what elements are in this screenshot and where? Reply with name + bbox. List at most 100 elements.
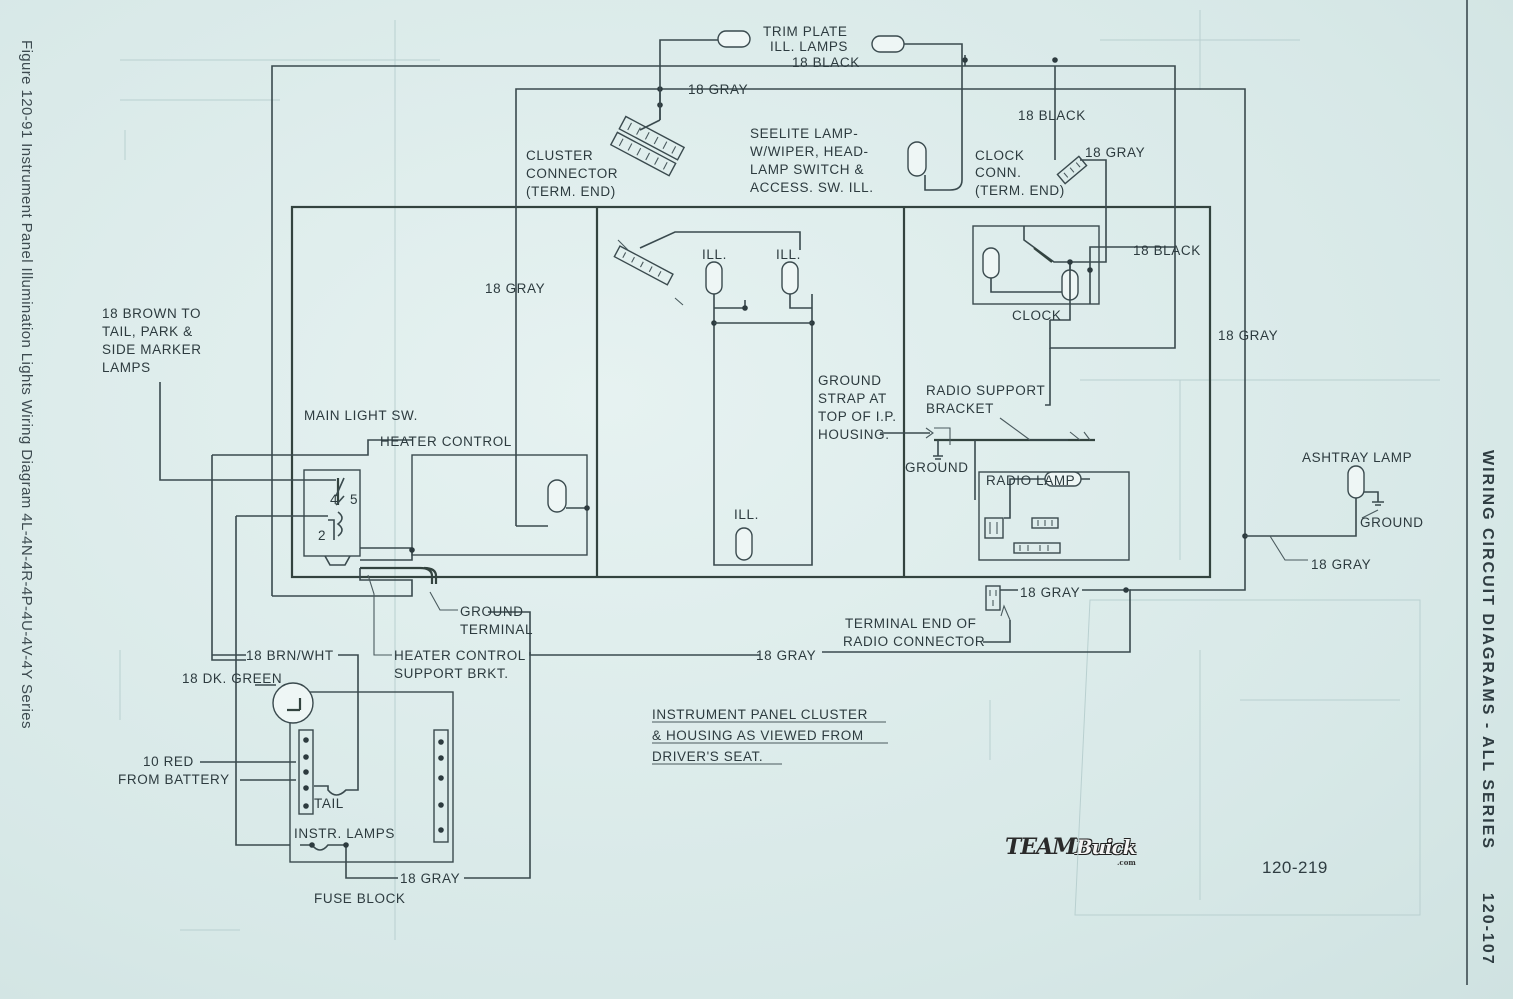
label-10-red: 10 RED	[143, 754, 194, 769]
label-ill-2: ILL.	[776, 247, 801, 262]
clock-assembly	[972, 225, 1176, 349]
logo-main: TEAM	[1005, 834, 1077, 860]
label-seelite-1: SEELITE LAMP-	[750, 126, 858, 141]
brown-wire	[159, 382, 336, 481]
label-ground-radio: GROUND	[905, 460, 969, 475]
label-ill-3: ILL.	[734, 507, 759, 522]
wire-18-gray-top	[515, 86, 1248, 591]
label-seelite-2: W/WIPER, HEAD-	[750, 144, 869, 159]
label-terminal-end-2: RADIO CONNECTOR	[843, 634, 985, 649]
label-brown-2: TAIL, PARK &	[102, 324, 193, 339]
cluster-connector	[609, 115, 686, 177]
label-clock-conn-3: (TERM. END)	[975, 183, 1065, 198]
label-fuse-block: FUSE BLOCK	[314, 891, 406, 906]
label-ground-strap-2: STRAP AT	[818, 391, 887, 406]
heater-lamp	[547, 479, 567, 513]
label-ground-ashtray: GROUND	[1360, 515, 1424, 530]
label-heater-control: HEATER CONTROL	[380, 434, 512, 449]
label-clock-conn-2: CONN.	[975, 165, 1022, 180]
label-brown-1: 18 BROWN TO	[102, 306, 201, 321]
label-ground-strap-4: HOUSING.	[818, 427, 890, 442]
label-ill-1: ILL.	[702, 247, 727, 262]
section-heading-text: WIRING CIRCUIT DIAGRAMS - ALL SERIES	[1479, 450, 1496, 850]
label-18-gray-mid: 18 GRAY	[485, 281, 545, 296]
label-tail: TAIL	[314, 796, 344, 811]
background-ghost-lines	[119, 10, 1440, 940]
trim-plate-lamps	[659, 30, 963, 191]
radio-support-bracket	[880, 348, 1095, 500]
label-trim-plate-2: ILL. LAMPS	[770, 39, 848, 54]
label-seelite-3: LAMP SWITCH &	[750, 162, 864, 177]
label-cluster-conn-3: (TERM. END)	[526, 184, 616, 199]
seelite-lamp	[907, 141, 927, 177]
figure-id: 120-219	[1262, 858, 1328, 877]
ip-housing	[290, 205, 1212, 579]
clock-connector	[1056, 155, 1107, 263]
label-18-gray-ashtray: 18 GRAY	[1311, 557, 1371, 572]
cluster-center-section	[613, 231, 815, 566]
ill-lamp-3	[735, 527, 753, 561]
label-terminal-end-1: TERMINAL END OF	[845, 616, 977, 631]
label-18-gray-fuse: 18 GRAY	[400, 871, 460, 886]
label-radio-lamp: RADIO LAMP	[986, 473, 1075, 488]
label-clock: CLOCK	[1012, 308, 1062, 323]
label-view-note-2: & HOUSING AS VIEWED FROM	[652, 728, 864, 743]
label-radio-support-2: BRACKET	[926, 401, 994, 416]
clock-lamp-left	[982, 247, 1000, 279]
label-seelite-4: ACCESS. SW. ILL.	[750, 180, 874, 195]
radio-connector	[488, 585, 1131, 656]
label-18-gray-radio-conn: 18 GRAY	[1020, 585, 1080, 600]
labels: TRIM PLATE ILL. LAMPS 18 BLACK 18 GRAY C…	[102, 24, 1424, 906]
logo-suffix: .com	[1117, 858, 1136, 867]
label-clock-conn-1: CLOCK	[975, 148, 1025, 163]
page-number: 120-107	[1479, 892, 1496, 966]
page-divider	[1466, 0, 1468, 985]
label-instr-lamps: INSTR. LAMPS	[294, 826, 395, 841]
label-main-light-sw: MAIN LIGHT SW.	[304, 408, 418, 423]
label-18-brn-wht: 18 BRN/WHT	[246, 648, 334, 663]
label-ground-strap-3: TOP OF I.P.	[818, 409, 897, 424]
label-pin-5: 5	[350, 492, 358, 507]
label-from-battery: FROM BATTERY	[118, 772, 230, 787]
logo-accent: Buick	[1075, 835, 1137, 859]
team-buick-logo: TEAMBuick .com	[1005, 834, 1153, 867]
trim-lamp-left	[717, 30, 751, 48]
fuse-block	[200, 652, 531, 879]
label-18-black-right: 18 BLACK	[1133, 243, 1201, 258]
label-ground-terminal-1: GROUND	[460, 604, 524, 619]
label-pin-2: 2	[318, 528, 326, 543]
figure-caption: Figure 120-91 Instrument Panel Illuminat…	[18, 40, 35, 729]
ill-lamp-1	[705, 261, 723, 295]
section-heading: WIRING CIRCUIT DIAGRAMS - ALL SERIES 120…	[1478, 450, 1496, 966]
label-18-gray-bottom: 18 GRAY	[756, 648, 816, 663]
radio-lamp-assembly	[978, 471, 1130, 561]
ill-lamp-2	[781, 261, 799, 295]
label-brown-4: LAMPS	[102, 360, 151, 375]
label-cluster-conn-1: CLUSTER	[526, 148, 593, 163]
label-18-black-clock: 18 BLACK	[1018, 108, 1086, 123]
label-ground-terminal-2: TERMINAL	[460, 622, 533, 637]
heater-control	[211, 439, 590, 656]
label-radio-support-1: RADIO SUPPORT	[926, 383, 1045, 398]
wire-18-black-loop	[271, 55, 1176, 596]
label-cluster-conn-2: CONNECTOR	[526, 166, 618, 181]
label-18-dk-green: 18 DK. GREEN	[182, 671, 282, 686]
label-view-note-3: DRIVER'S SEAT.	[652, 749, 763, 764]
label-pin-4: 4	[330, 492, 338, 507]
label-ground-strap-1: GROUND	[818, 373, 882, 388]
label-view-note-1: INSTRUMENT PANEL CLUSTER	[652, 707, 868, 722]
ashtray-lamp	[1347, 465, 1365, 499]
label-heater-brkt-1: HEATER CONTROL	[394, 648, 526, 663]
label-18-gray-top: 18 GRAY	[688, 82, 748, 97]
label-trim-plate-1: TRIM PLATE	[763, 24, 848, 39]
main-light-switch	[235, 469, 361, 846]
label-18-gray-clock: 18 GRAY	[1085, 145, 1145, 160]
label-18-black-top: 18 BLACK	[792, 55, 860, 70]
view-note-underlines	[652, 721, 888, 765]
label-brown-3: SIDE MARKER	[102, 342, 202, 357]
label-18-gray-right: 18 GRAY	[1218, 328, 1278, 343]
label-ashtray-lamp: ASHTRAY LAMP	[1302, 450, 1412, 465]
trim-lamp-right	[871, 35, 905, 53]
